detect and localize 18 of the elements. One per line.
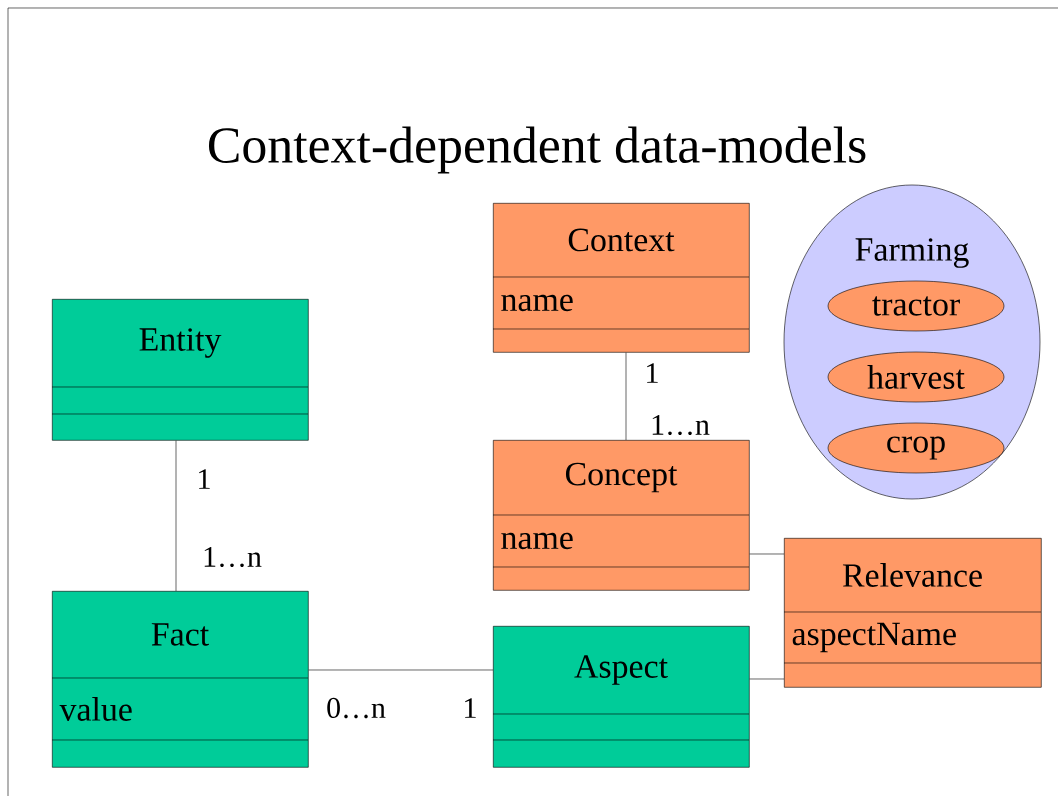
multiplicity-label: 1 [465,698,476,718]
class-box: Aspect [492,626,750,768]
connector-line [625,352,627,441]
multiplicity-label: 1 [647,363,658,383]
connector-line [749,553,785,555]
multiplicity-label: 1…n [652,414,710,436]
class-box: Relevance aspectName [783,538,1042,688]
connector-line [308,669,494,671]
multiplicity-label: 0…n [327,697,386,719]
class-box: Fact value [51,591,309,768]
connector-line [175,440,177,592]
class-box: Entity [51,299,309,441]
class-box: Context name [492,203,750,353]
class-box: Concept name [492,440,750,591]
multiplicity-label: 1 [199,469,210,489]
connector-line [749,678,785,680]
multiplicity-label: 1…n [204,546,262,568]
title: Context-dependent data-models [208,126,866,174]
